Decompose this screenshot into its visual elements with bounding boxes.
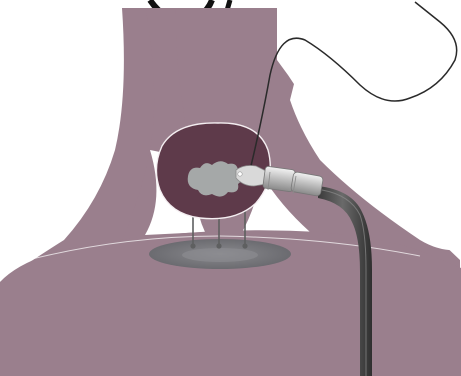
probe-tip-point xyxy=(238,172,242,176)
probe-collar xyxy=(263,166,296,192)
base-shadow-inner xyxy=(182,248,258,262)
